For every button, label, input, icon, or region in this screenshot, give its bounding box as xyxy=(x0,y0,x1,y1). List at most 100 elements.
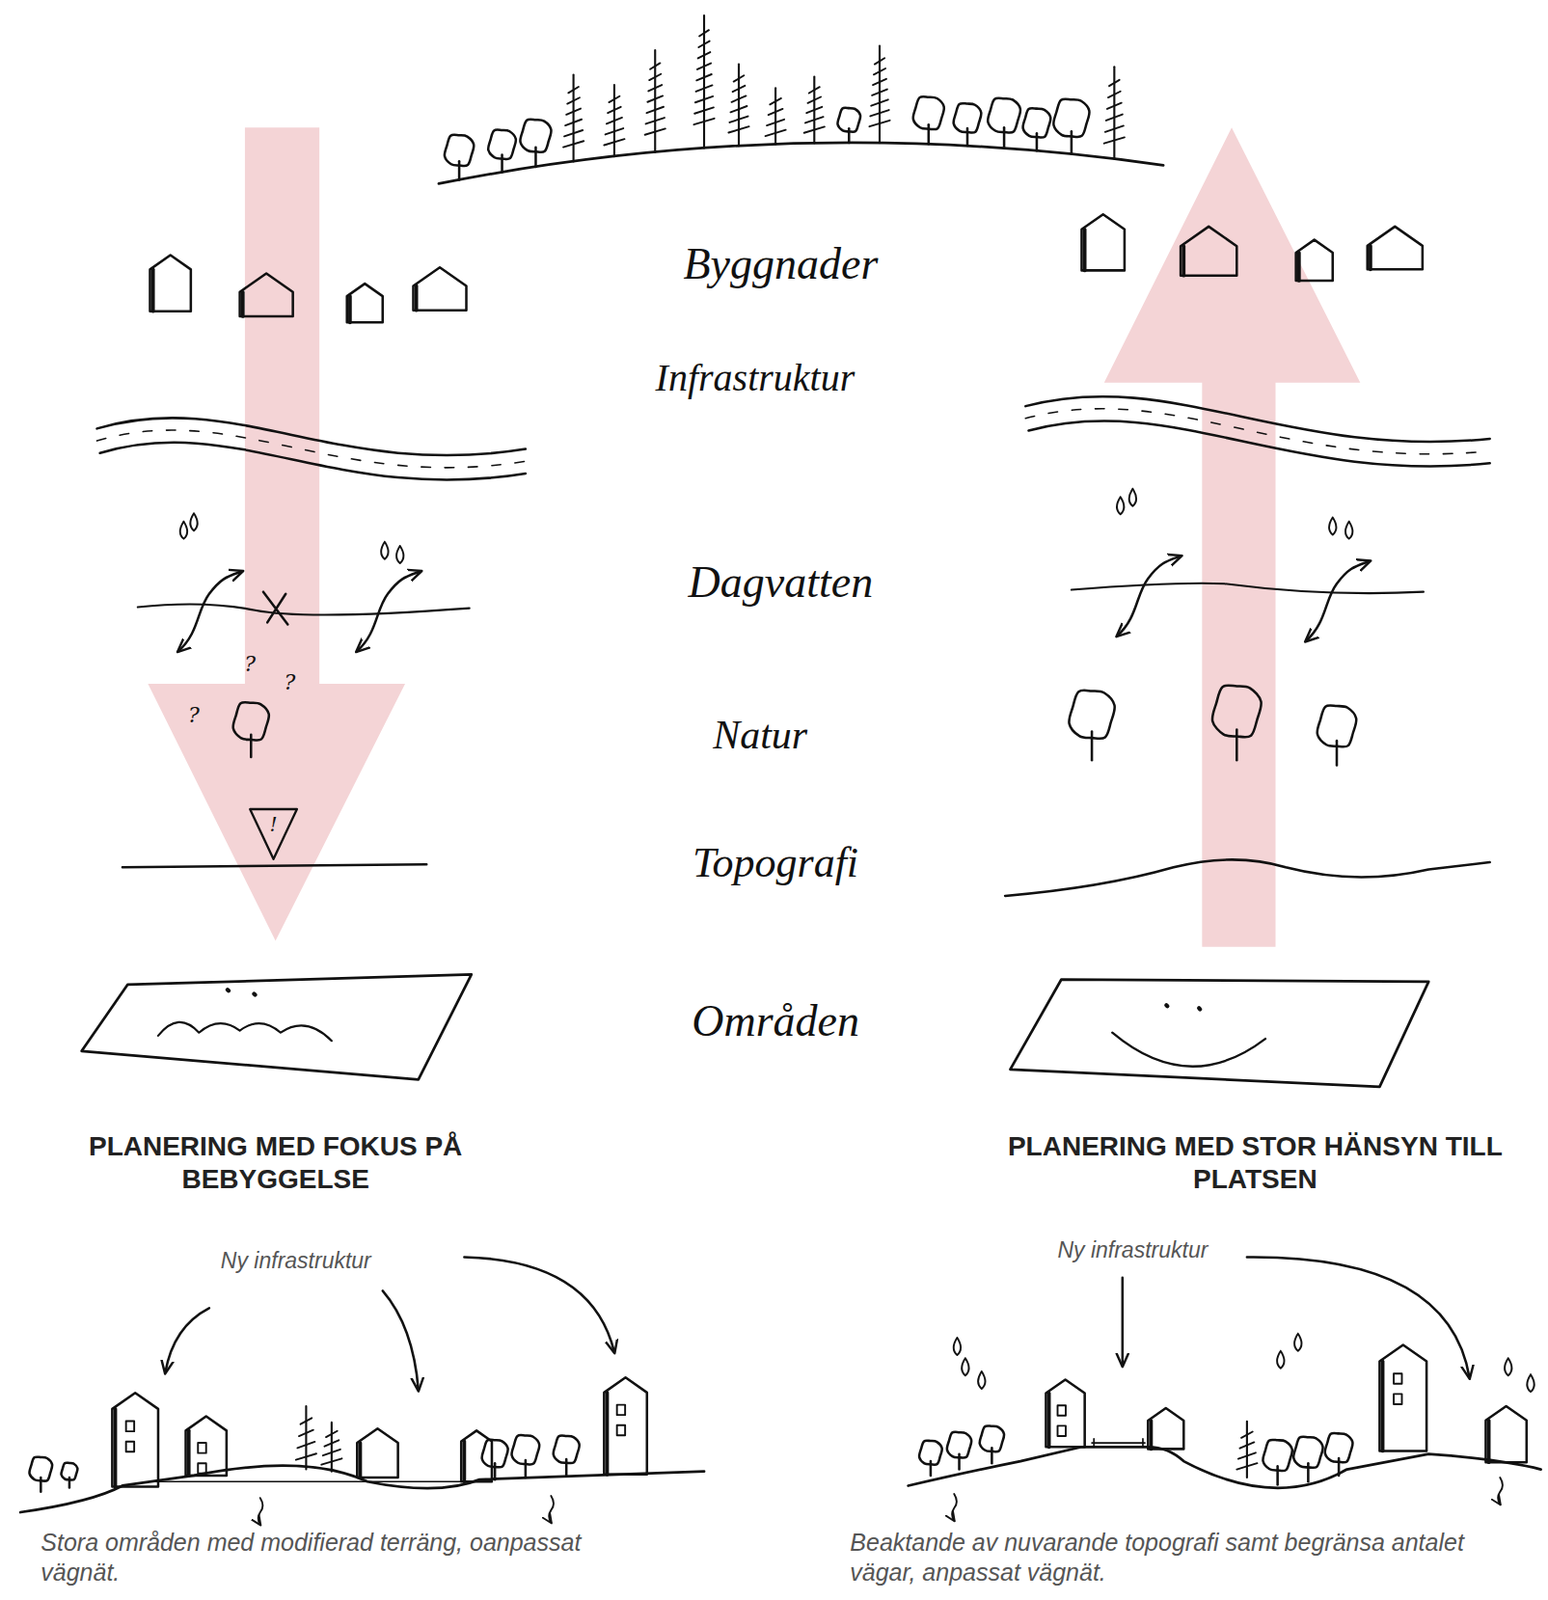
tree-trunk xyxy=(1090,732,1094,761)
seepage-arrow xyxy=(258,1497,264,1525)
conifer-branches xyxy=(693,29,714,125)
house-shade xyxy=(187,1430,191,1476)
blocked-cross xyxy=(263,592,288,625)
rain-drop xyxy=(180,521,188,540)
rain-drop xyxy=(1329,516,1336,535)
infra-arrow xyxy=(382,1290,419,1390)
layer-label: Topografi xyxy=(692,838,859,888)
ground-line xyxy=(20,1466,705,1513)
house-windows xyxy=(126,1421,135,1453)
rain-drop xyxy=(1276,1351,1284,1369)
conifer-branches xyxy=(804,86,825,134)
rain-drop xyxy=(190,513,197,531)
tree-trunk xyxy=(68,1477,72,1489)
tree-trunk xyxy=(1337,1458,1341,1476)
house-outline xyxy=(347,283,383,323)
conifer-stem xyxy=(572,74,575,162)
tree-trunk xyxy=(1276,1466,1279,1485)
rain-drop xyxy=(1129,488,1137,507)
house-outline xyxy=(356,1428,398,1478)
layer-label: Natur xyxy=(712,711,808,759)
tree-trunk xyxy=(493,1463,497,1480)
conifer-stem xyxy=(1113,66,1115,159)
caption-text: Beaktande av nuvarande topografi samt be… xyxy=(849,1527,1525,1589)
terrain-flat xyxy=(122,864,427,868)
house-outline xyxy=(1180,226,1237,276)
rain-drop xyxy=(953,1337,961,1356)
face-eyes xyxy=(227,989,256,995)
conifer-branches xyxy=(1104,80,1125,144)
small-road xyxy=(1091,1439,1145,1447)
up-arrow-band xyxy=(1104,127,1361,948)
conifer-branches xyxy=(603,96,625,146)
caption-text: Stora områden med modifierad terräng, oa… xyxy=(40,1527,639,1589)
seepage-arrow xyxy=(1497,1477,1503,1505)
rain-drop xyxy=(1504,1357,1512,1376)
rain-drop xyxy=(1116,496,1124,515)
conifer-branches xyxy=(728,75,749,133)
water-line xyxy=(1071,583,1424,594)
terrain-hilly xyxy=(1004,859,1491,897)
tree-trunk xyxy=(524,1460,528,1478)
face-frown xyxy=(158,1022,332,1041)
road-edge xyxy=(1028,420,1490,466)
conifer-stem xyxy=(304,1406,307,1470)
house-shade xyxy=(348,296,353,323)
area-plane xyxy=(1009,979,1429,1087)
house-outline xyxy=(1045,1379,1085,1447)
house-shade xyxy=(462,1440,467,1482)
house-outline xyxy=(603,1377,647,1475)
house-windows xyxy=(617,1405,625,1437)
house-shade xyxy=(1149,1420,1154,1449)
house-outline xyxy=(1147,1408,1184,1449)
infra-arrow xyxy=(1247,1256,1470,1378)
tree-trunk xyxy=(847,128,851,143)
road-edge xyxy=(100,442,526,481)
tree-trunk xyxy=(966,128,970,146)
question-mark: ? xyxy=(188,702,200,727)
conifer-branches xyxy=(869,57,890,127)
layer-label: Dagvatten xyxy=(688,556,874,608)
house-outline xyxy=(1296,240,1333,281)
house-windows xyxy=(1058,1405,1066,1437)
tree-trunk xyxy=(534,147,538,167)
house-outline xyxy=(461,1430,492,1482)
house-outline xyxy=(1379,1344,1427,1451)
house-outline xyxy=(1367,226,1423,270)
conifer-branches xyxy=(1236,1431,1257,1469)
house-shade xyxy=(1181,245,1186,275)
infra-arrow xyxy=(463,1256,615,1352)
house-outline xyxy=(150,255,191,312)
flow-arrow xyxy=(1305,561,1370,642)
conifer-branches xyxy=(645,62,666,135)
house-windows xyxy=(1393,1373,1402,1405)
rain-drop xyxy=(977,1371,985,1389)
road-edge xyxy=(1025,396,1490,442)
house-shade xyxy=(358,1442,363,1478)
road-edge xyxy=(97,417,526,456)
down-arrow-band xyxy=(147,127,406,941)
conifer-stem xyxy=(703,15,706,149)
rain-drop xyxy=(1345,521,1353,540)
callout-text: Ny infrastruktur xyxy=(220,1247,372,1274)
callout-text: Ny infrastruktur xyxy=(1057,1237,1208,1264)
conifer-branches xyxy=(765,98,787,136)
face-smile xyxy=(1112,1032,1266,1067)
infra-arrow xyxy=(1121,1277,1125,1366)
rain-drop xyxy=(961,1357,969,1376)
house-shade xyxy=(1083,229,1087,272)
ground-line xyxy=(908,1446,1542,1489)
seepage-arrow xyxy=(548,1495,554,1523)
flow-arrow xyxy=(1117,556,1182,637)
seepage-arrow xyxy=(951,1493,957,1521)
rain-drop xyxy=(1294,1333,1302,1352)
house-shade xyxy=(1368,245,1373,270)
house-outline xyxy=(186,1416,227,1476)
house-shade xyxy=(605,1392,610,1475)
house-outline xyxy=(1485,1406,1526,1463)
house-shade xyxy=(113,1409,118,1488)
rain-drop xyxy=(396,545,404,564)
tree-trunk xyxy=(249,734,253,758)
tree-trunk xyxy=(1035,133,1039,151)
